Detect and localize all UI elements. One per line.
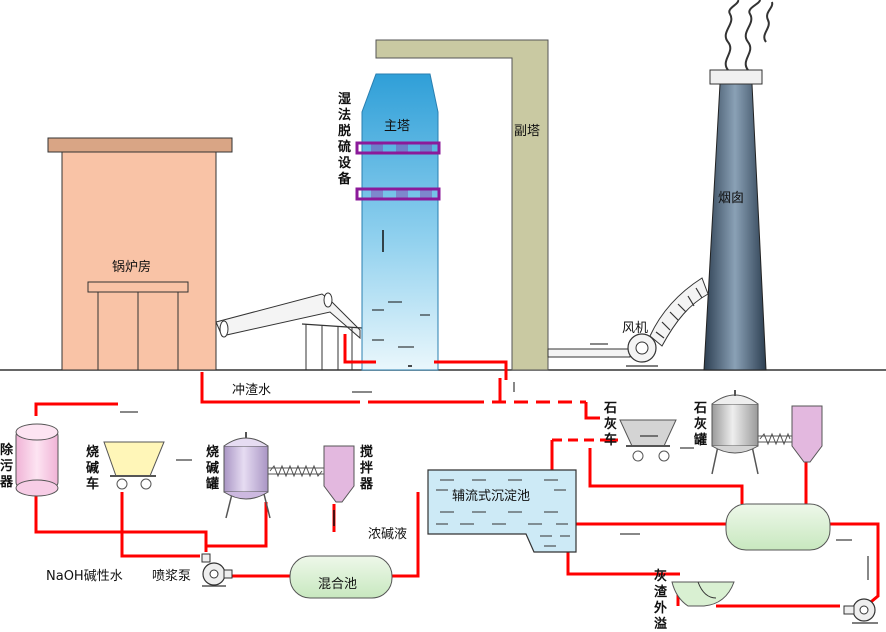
svg-text:湿: 湿 — [338, 92, 351, 107]
slag-water-label: 冲渣水 — [232, 383, 271, 398]
svg-text:设: 设 — [338, 156, 352, 171]
mixer: 搅 拌 器 — [323, 444, 374, 526]
sedimentation-tank: 辅流式沉淀池 — [427, 469, 577, 553]
mixing-pool: 混合池 浓碱液 — [289, 527, 407, 599]
svg-text:灰: 灰 — [694, 416, 707, 432]
slurry-pump: NaOH碱性水 喷浆泵 — [46, 553, 233, 587]
lime-mixer — [791, 405, 823, 463]
svg-text:碱: 碱 — [86, 460, 99, 476]
concentrated-caustic-label: 浓碱液 — [368, 527, 407, 542]
chimney: 烟囱 — [703, 0, 774, 371]
boiler-room: 锅炉房 — [47, 137, 233, 371]
boiler-room-label: 锅炉房 — [112, 259, 151, 275]
mixing-pool-label: 混合池 — [318, 577, 357, 592]
svg-text:拌: 拌 — [360, 460, 373, 476]
flue-duct — [215, 292, 363, 370]
svg-text:器: 器 — [0, 475, 14, 490]
sedimentation-tank-label: 辅流式沉淀池 — [452, 489, 530, 504]
wet-fgd-label: 湿 法 脱 硫 设 备 — [337, 92, 352, 187]
spray-ring-lower — [355, 187, 441, 201]
svg-text:车: 车 — [86, 476, 99, 492]
svg-text:污: 污 — [0, 458, 13, 474]
main-tower-label: 主塔 — [384, 119, 410, 134]
svg-text:烧: 烧 — [206, 444, 219, 460]
svg-text:烧: 烧 — [86, 444, 99, 460]
fan-label: 风机 — [622, 321, 648, 336]
caustic-soda-cart: 烧 碱 车 — [86, 441, 192, 492]
svg-text:灰: 灰 — [654, 568, 667, 584]
svg-text:碱: 碱 — [206, 460, 219, 476]
svg-text:备: 备 — [337, 171, 352, 187]
svg-text:搅: 搅 — [360, 444, 373, 460]
svg-text:硫: 硫 — [338, 139, 351, 155]
svg-text:车: 车 — [604, 432, 617, 448]
chimney-label: 烟囱 — [718, 191, 744, 206]
lime-cart: 石 灰 车 — [603, 401, 694, 462]
decontaminator: 除 污 器 — [0, 423, 59, 497]
ash-overflow: 灰 渣 外 溢 — [653, 568, 735, 632]
svg-text:灰: 灰 — [604, 416, 617, 432]
lime-tank: 石 灰 罐 — [693, 390, 793, 475]
sub-tower-label: 副塔 — [514, 124, 540, 139]
svg-text:器: 器 — [359, 477, 374, 492]
svg-text:渣: 渣 — [654, 584, 668, 600]
svg-text:溢: 溢 — [654, 616, 667, 632]
svg-text:罐: 罐 — [205, 476, 219, 492]
fan: 风机 — [547, 277, 709, 367]
svg-text:法: 法 — [338, 107, 351, 123]
naoh-water-label: NaOH碱性水 — [46, 569, 123, 584]
svg-text:石: 石 — [693, 401, 707, 416]
svg-text:罐: 罐 — [693, 432, 707, 448]
circulation-pump — [843, 598, 878, 624]
reaction-tank — [725, 503, 852, 551]
svg-text:除: 除 — [0, 442, 14, 458]
spray-ring-upper — [355, 141, 441, 155]
svg-text:石: 石 — [603, 401, 617, 416]
caustic-soda-tank: 烧 碱 罐 — [205, 432, 325, 519]
pipe-network — [34, 334, 880, 608]
slurry-pump-label: 喷浆泵 — [152, 569, 191, 584]
svg-text:外: 外 — [653, 600, 667, 616]
main-tower: 主塔 — [355, 73, 441, 371]
svg-text:脱: 脱 — [338, 123, 351, 139]
sub-tower: 副塔 — [375, 39, 549, 371]
